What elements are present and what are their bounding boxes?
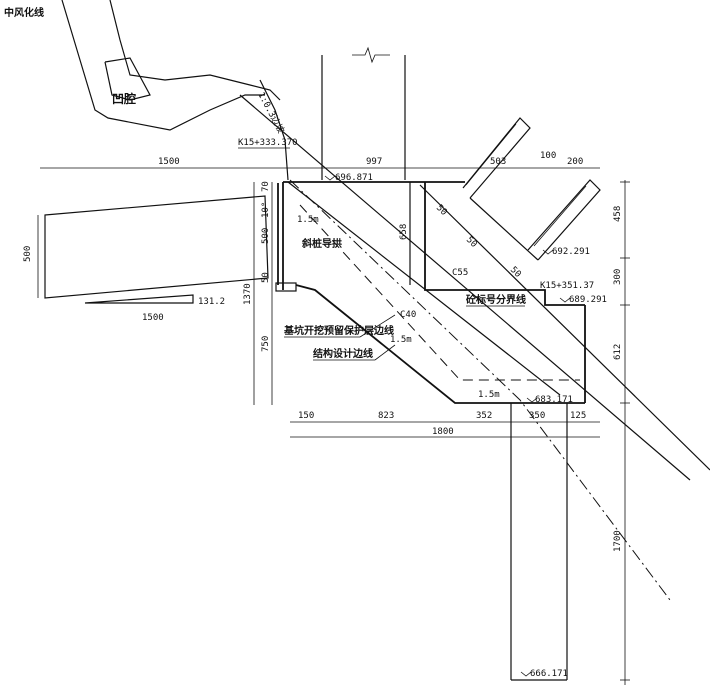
cap-diagonal-bottom [295,284,585,404]
dim-100: 100 [540,151,556,161]
inclined-pile-label: 斜桩导拱 [301,237,342,250]
dim-1700: 1700 [613,530,623,552]
left-beam [44,195,269,299]
dim-658: 658 [399,224,409,240]
dim-10deg: 10° [261,202,271,218]
elev-mark-5 [520,671,532,677]
diagonal-long-a [239,94,691,481]
slope-line [259,79,289,181]
dim-50: 50 [261,272,271,283]
excavation-line-label: 基坑开挖预留保护层边线 [283,324,394,337]
dim-200: 200 [567,157,583,167]
dim-750: 750 [261,336,271,352]
elev-mark-1 [324,175,336,181]
dim-500-left: 500 [23,246,33,262]
dim-458: 458 [613,206,623,222]
dim-50-a: 50 [434,203,449,218]
dim-352: 352 [476,411,492,421]
dim-500-small: 500 [261,228,271,244]
dim-823: 823 [378,411,394,421]
dim-1500-top: 1500 [158,157,180,167]
strut-outline-b [527,179,601,261]
dim-1-5m-a: 1.5m [297,215,319,225]
dim-1-5m-c: 1.5m [478,390,500,400]
dim-50-c: 50 [508,265,523,280]
dim-70: 70 [261,181,271,192]
strut-outline-a [462,117,531,199]
c40-label: C40 [400,310,416,320]
dim-1-5m-b: 1.5m [390,335,412,345]
weathered-line-label: 中风化线 [4,6,44,19]
dim-300: 300 [613,269,623,285]
diagonal-long-b [419,184,710,471]
dim-503: 503 [490,157,506,167]
recess-label: 凹腔 [112,91,136,106]
elevation-696: 696.871 [335,173,373,183]
dim-612: 612 [613,344,623,360]
elev-mark-3 [559,297,571,303]
dim-1800: 1800 [432,427,454,437]
left-beam-bearing [275,282,297,292]
elevation-689: 689.291 [569,295,607,305]
elev-mark-2 [542,249,554,255]
elevation-666: 666.171 [530,669,568,679]
strut-hatch-1 [465,123,517,186]
recess-outline [104,57,151,101]
elevation-692: 692.291 [552,247,590,257]
strut-hatch-2 [533,185,587,247]
c55-label: C55 [452,268,468,278]
station-right-label: K15+351.37 [540,281,594,291]
excavation-leader-tail [359,314,396,338]
strut-edge-top [469,197,539,261]
dim-350: 350 [529,411,545,421]
concrete-boundary-label: 砼标号分界线 [466,293,526,306]
wedge [84,294,194,304]
weathered-rock-line [109,0,281,101]
dim-997: 997 [366,157,382,167]
pier-break-mark [352,46,390,64]
slope-line-long [287,181,561,396]
structure-line-label: 结构设计边线 [313,347,373,360]
dim-125: 125 [570,411,586,421]
structure-leader-tail [374,344,396,361]
dim-131: 131.2 [198,297,225,307]
dim-1500-bottom: 1500 [142,313,164,323]
elev-mark-4 [526,397,538,403]
station-top-label: K15+333.370 [238,138,298,148]
axis-line [289,179,671,601]
elevation-683: 683.171 [535,395,573,405]
dim-150: 150 [298,411,314,421]
dim-50-b: 50 [464,235,479,250]
ground-profile-line [61,0,265,131]
dim-1370: 1370 [243,283,253,305]
